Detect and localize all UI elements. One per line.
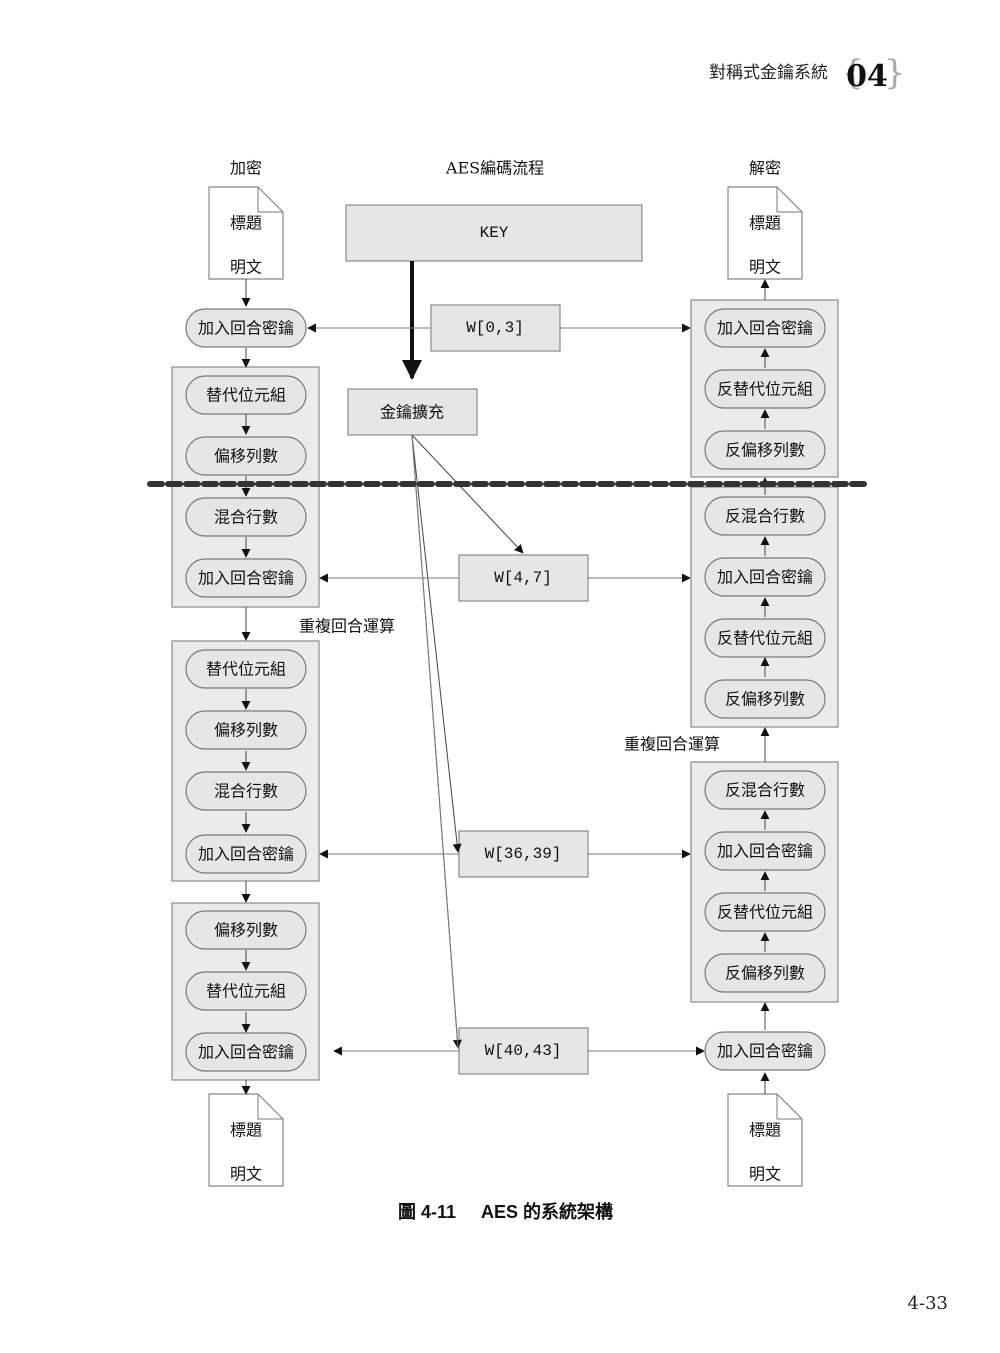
doc-body: 明文 [230,1165,262,1184]
encrypt-label: 加密 [230,159,262,178]
step-label: 偏移列數 [214,921,278,940]
doc-encrypt-input: 標題 明文 [208,186,284,280]
decrypt-label: 解密 [749,159,781,178]
brace-right: } [884,53,906,93]
step-label: 加入回合密鑰 [717,1042,813,1061]
expansion-to-w36-arrow [411,434,462,853]
step-label: 替代位元組 [206,660,286,679]
key-label: KEY [480,224,509,242]
decrypt-step-mid: 反替代位元組 [704,618,826,658]
round-key-label-2: W[36,39] [485,845,562,863]
figure-label: 圖 4-11 [398,1202,456,1222]
key-box [345,204,643,262]
encrypt-step-round1: 替代位元組 [185,375,307,415]
decrypt-step-mid: 加入回合密鑰 [704,557,826,597]
step-label: 加入回合密鑰 [198,569,294,588]
decrypt-step-low: 反偏移列數 [704,953,826,993]
key-expansion-label: 金鑰擴充 [380,403,444,422]
decrypt-step-low: 加入回合密鑰 [704,831,826,871]
step-label: 反混合行數 [725,507,805,526]
step-label: 混合行數 [214,782,278,801]
doc-body: 明文 [749,1165,781,1184]
decrypt-step-initial-add-round-key: 加入回合密鑰 [704,1031,826,1071]
step-label: 反替代位元組 [717,903,813,922]
chapter-header: 對稱式金鑰系統 { 04 } [709,53,906,94]
step-label: 加入回合密鑰 [717,319,813,338]
encrypt-step-round1: 混合行數 [185,497,307,537]
encrypt-step-round9: 替代位元組 [185,649,307,689]
chapter-title: 對稱式金鑰系統 [709,63,828,82]
round-key-label-1: W[4,7] [494,569,552,587]
decrypt-steps: 加入回合密鑰反替代位元組反偏移列數反混合行數加入回合密鑰反替代位元組反偏移列數反… [704,308,826,1071]
decrypt-step-low: 反替代位元組 [704,892,826,932]
doc-title: 標題 [230,214,262,233]
repeat-rounds-label-decrypt: 重複回合運算 [624,735,720,754]
decrypt-step-top: 反偏移列數 [704,430,826,470]
encrypt-step-round9: 混合行數 [185,771,307,811]
decrypt-step-mid: 反混合行數 [704,496,826,536]
doc-encrypt-output: 標題 明文 [208,1093,284,1187]
step-label: 反偏移列數 [725,964,805,983]
round-key-box-0 [430,304,561,352]
doc-decrypt-input: 標題 明文 [727,1093,803,1187]
round-key-box-1 [458,554,589,602]
expansion-line-extra [411,434,459,1049]
decrypt-step-top: 反替代位元組 [704,369,826,409]
encrypt-step-round1: 加入回合密鑰 [185,558,307,598]
doc-body: 明文 [749,258,781,277]
encrypt-step-round1: 偏移列數 [185,436,307,476]
round-key-label-3: W[40,43] [485,1042,562,1060]
step-label: 反混合行數 [725,781,805,800]
doc-body: 明文 [230,258,262,277]
doc-title: 標題 [749,214,781,233]
step-label: 加入回合密鑰 [198,845,294,864]
encrypt-step-initial-add-round-key: 加入回合密鑰 [185,308,307,348]
step-label: 反偏移列數 [725,690,805,709]
decrypt-step-top: 加入回合密鑰 [704,308,826,348]
doc-decrypt-output: 標題 明文 [727,186,803,280]
step-label: 替代位元組 [206,386,286,405]
encrypt-steps: 加入回合密鑰替代位元組偏移列數混合行數加入回合密鑰替代位元組偏移列數混合行數加入… [185,308,307,1072]
step-label: 替代位元組 [206,982,286,1001]
encrypt-step-final: 偏移列數 [185,910,307,950]
encrypt-step-final: 替代位元組 [185,971,307,1011]
round-key-label-0: W[0,3] [466,319,524,337]
decrypt-step-low: 反混合行數 [704,770,826,810]
round-key-connectors [307,323,705,1056]
flow-title: AES編碼流程 [445,159,544,178]
step-label: 加入回合密鑰 [198,1043,294,1062]
step-label: 加入回合密鑰 [717,568,813,587]
round-key-box-3 [458,1027,589,1075]
repeat-rounds-label-encrypt: 重複回合運算 [299,617,395,636]
chapter-number: 04 [846,59,888,94]
encrypt-step-round9: 加入回合密鑰 [185,834,307,874]
step-label: 偏移列數 [214,447,278,466]
expansion-to-w4-arrow [411,434,524,554]
step-label: 反替代位元組 [717,380,813,399]
step-label: 反替代位元組 [717,629,813,648]
brace-left: { [842,53,864,93]
page-number: 4-33 [908,1293,948,1314]
step-label: 加入回合密鑰 [717,842,813,861]
encrypt-step-final: 加入回合密鑰 [185,1032,307,1072]
figure-title: AES 的系統架構 [481,1201,613,1222]
step-label: 偏移列數 [214,721,278,740]
step-label: 混合行數 [214,508,278,527]
step-label: 反偏移列數 [725,441,805,460]
doc-title: 標題 [230,1121,262,1140]
figure-caption: 圖 4-11 AES 的系統架構 [398,1201,613,1222]
doc-title: 標題 [749,1121,781,1140]
step-label: 加入回合密鑰 [198,319,294,338]
encrypt-step-round9: 偏移列數 [185,710,307,750]
decrypt-step-mid: 反偏移列數 [704,679,826,719]
